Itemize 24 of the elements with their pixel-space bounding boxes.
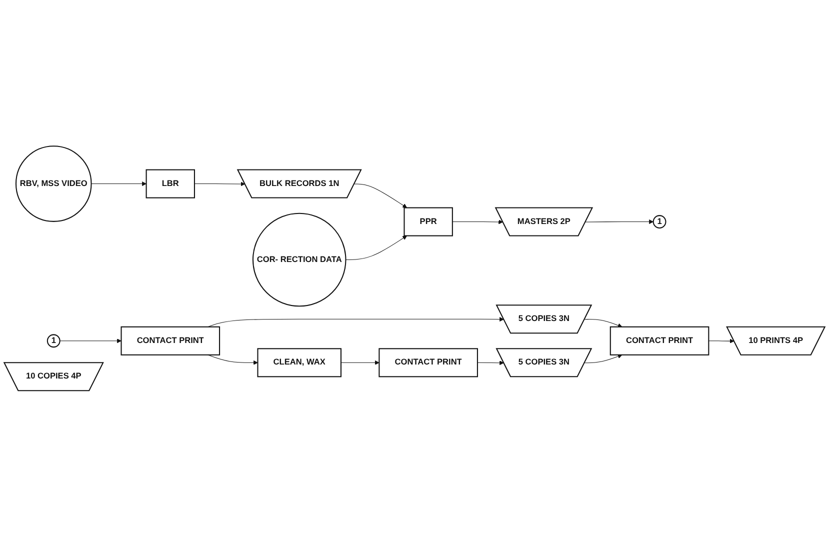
node-box: LBR	[146, 168, 195, 198]
arrow	[194, 181, 246, 186]
node-box: CONTACT PRINT	[378, 348, 478, 377]
arrow	[452, 219, 504, 224]
arrow	[585, 219, 654, 224]
arrow	[354, 183, 408, 208]
arrow	[208, 354, 258, 365]
node-box: CONTACT PRINT	[610, 326, 710, 355]
node-circle: RBV, MSS VIDEO	[15, 145, 92, 222]
node-circle: 1	[46, 334, 60, 348]
arrow	[60, 338, 122, 343]
arrow	[477, 360, 504, 365]
arrow	[340, 360, 380, 365]
arrow	[208, 316, 504, 327]
arrow	[345, 235, 408, 260]
node-box: PPR	[404, 206, 453, 236]
arrow	[584, 318, 622, 328]
node-circle: 1	[652, 214, 666, 228]
node-circle: COR- RECTION DATA	[252, 212, 346, 306]
node-box: CONTACT PRINT	[120, 326, 220, 355]
arrow	[708, 338, 734, 343]
arrow	[584, 354, 622, 363]
node-box: CLEAN, WAX	[257, 348, 342, 377]
arrow	[91, 181, 146, 186]
